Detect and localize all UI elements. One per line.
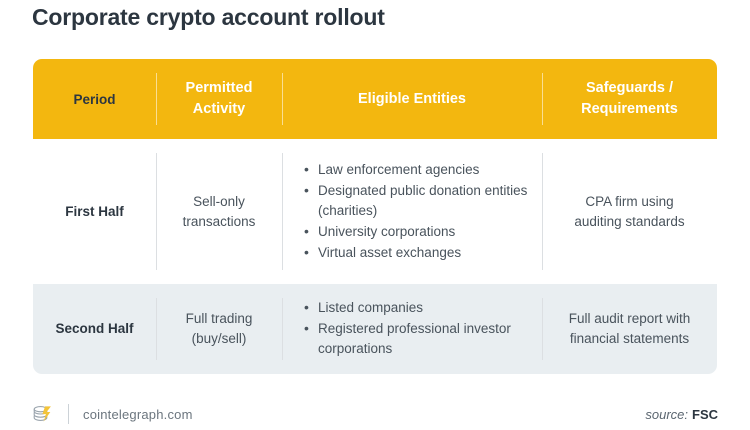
column-header-permitted-activity: Permitted Activity (156, 59, 282, 139)
rollout-table: Period Permitted Activity Eligible Entit… (33, 59, 717, 374)
page-title: Corporate crypto account rollout (32, 4, 385, 30)
list-item: Listed companies (304, 297, 532, 318)
column-header-safeguards-line1: Safeguards / (585, 80, 674, 96)
row-activity-line2: (buy/sell) (191, 331, 247, 346)
column-header-eligible-entities: Eligible Entities (282, 59, 542, 139)
row-period-label: Second Half (55, 321, 134, 336)
table-row: First Half Sell-only transactions Law en… (33, 139, 717, 284)
row-activity-cell: Sell-only transactions (156, 139, 282, 284)
footer-divider (68, 404, 69, 424)
column-header-activity-line2: Activity (192, 101, 246, 117)
row-safeguards-line2: financial statements (569, 331, 690, 346)
list-item: Registered professional investor corpora… (304, 318, 532, 359)
source-value: FSC (692, 406, 718, 422)
row-safeguards-cell: CPA firm using auditing standards (542, 139, 717, 284)
column-header-safeguards-line2: Requirements (581, 101, 678, 117)
row-activity-line2: transactions (182, 213, 256, 229)
row-activity-line1: Full trading (185, 311, 253, 326)
entities-list: Listed companies Registered professional… (292, 297, 532, 360)
list-item: Designated public donation entities (cha… (304, 180, 532, 221)
table-header-row: Period Permitted Activity Eligible Entit… (33, 59, 717, 139)
row-period-cell: First Half (33, 139, 156, 284)
row-entities-cell: Listed companies Registered professional… (282, 284, 542, 374)
cointelegraph-coins-icon (30, 401, 56, 427)
column-header-period: Period (33, 59, 156, 139)
row-safeguards-line1: Full audit report with (568, 311, 691, 326)
column-header-entities-label: Eligible Entities (358, 90, 466, 107)
list-item: University corporations (304, 221, 532, 242)
footer-site-label: cointelegraph.com (83, 406, 193, 422)
source-label: source: (645, 406, 688, 422)
row-safeguards-cell: Full audit report with financial stateme… (542, 284, 717, 374)
row-period-label: First Half (65, 203, 124, 219)
row-activity-cell: Full trading (buy/sell) (156, 284, 282, 374)
entities-list: Law enforcement agencies Designated publ… (292, 159, 532, 264)
footer: cointelegraph.com source: FSC (0, 398, 750, 430)
column-header-safeguards: Safeguards / Requirements (542, 59, 717, 139)
row-period-cell: Second Half (33, 284, 156, 374)
table-row: Second Half Full trading (buy/sell) List… (33, 284, 717, 374)
list-item: Virtual asset exchanges (304, 242, 532, 263)
list-item: Law enforcement agencies (304, 159, 532, 180)
row-activity-line1: Sell-only (193, 193, 245, 209)
row-safeguards-line1: CPA firm using (585, 193, 674, 209)
column-header-period-label: Period (73, 91, 116, 107)
row-entities-cell: Law enforcement agencies Designated publ… (282, 139, 542, 284)
row-safeguards-line2: auditing standards (574, 213, 685, 229)
brand-block: cointelegraph.com (30, 398, 193, 430)
source-attribution: source: FSC (645, 398, 718, 430)
column-header-activity-line1: Permitted (185, 80, 253, 96)
